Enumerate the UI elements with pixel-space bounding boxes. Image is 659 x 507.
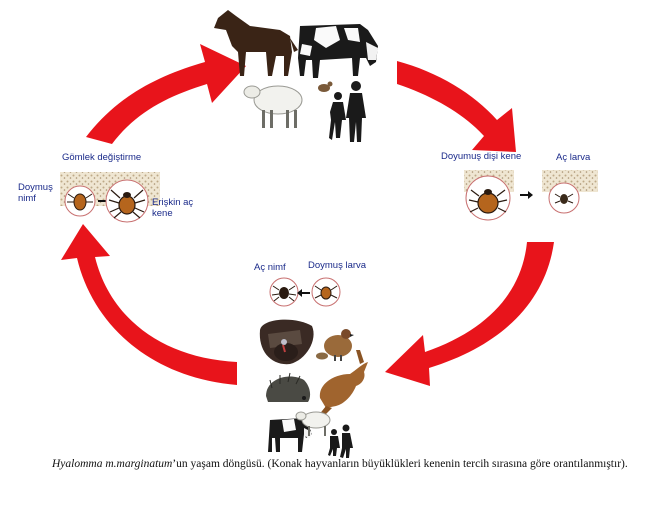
engorged-larva-tick-icon: [314, 285, 338, 300]
adult-tick-label: Erişkin aç kene: [152, 197, 194, 219]
figure-caption: Hyalomma m.marginatum’un yaşam döngüsü. …: [8, 457, 653, 471]
small-sheep-image: [295, 411, 331, 436]
species-name: Hyalomma m.marginatum: [52, 458, 173, 470]
top-hosts-group: [214, 10, 378, 142]
caption-text: ’un yaşam döngüsü. (Konak hayvanların bü…: [172, 458, 628, 470]
engorged-female-tick-icon: [468, 189, 508, 214]
cycle-arrow-bottom-right: [385, 242, 554, 386]
cycle-arrow-top-left: [86, 44, 246, 144]
female-larva-stage-group: [464, 170, 598, 221]
nymph-larva-stage-group: [269, 277, 341, 307]
hungry-nymph-label: Aç nimf: [254, 262, 286, 273]
cycle-arrow-top-right: [397, 61, 516, 152]
small-bird-image: [316, 352, 328, 360]
bottom-hosts-group: [259, 319, 368, 458]
adult-tick-icon: [108, 189, 146, 219]
hungry-nymph-tick-icon: [271, 285, 297, 302]
stage-arrow-icon: [520, 191, 533, 199]
molting-label: Gömlek değiştirme: [62, 152, 142, 163]
engorged-nymph-label: Doymuş nimf: [18, 182, 53, 204]
small-animal-image: [318, 81, 333, 92]
hare-image: [318, 350, 368, 418]
hungry-larva-label: Aç larva: [556, 152, 591, 163]
engorged-larva-label: Doymuş larva: [308, 260, 367, 271]
cow-image: [298, 24, 378, 78]
sheep-image: [243, 85, 303, 128]
humans-silhouette: [329, 81, 366, 142]
hungry-larva-tick-icon: [554, 193, 574, 204]
stage-arrow-left-icon: [297, 289, 310, 297]
molting-stage-group: [60, 172, 160, 223]
cycle-arrow-bottom-left: [61, 224, 237, 385]
engorged-nymph-tick-icon: [67, 193, 93, 211]
small-humans-silhouette: [328, 424, 353, 458]
engorged-female-label: Doyumuş dişi kene: [441, 151, 522, 162]
hedgehog-image: [266, 372, 311, 402]
horse-image: [214, 10, 298, 76]
turkey-image: [259, 319, 314, 365]
partridge-image: [324, 329, 354, 361]
